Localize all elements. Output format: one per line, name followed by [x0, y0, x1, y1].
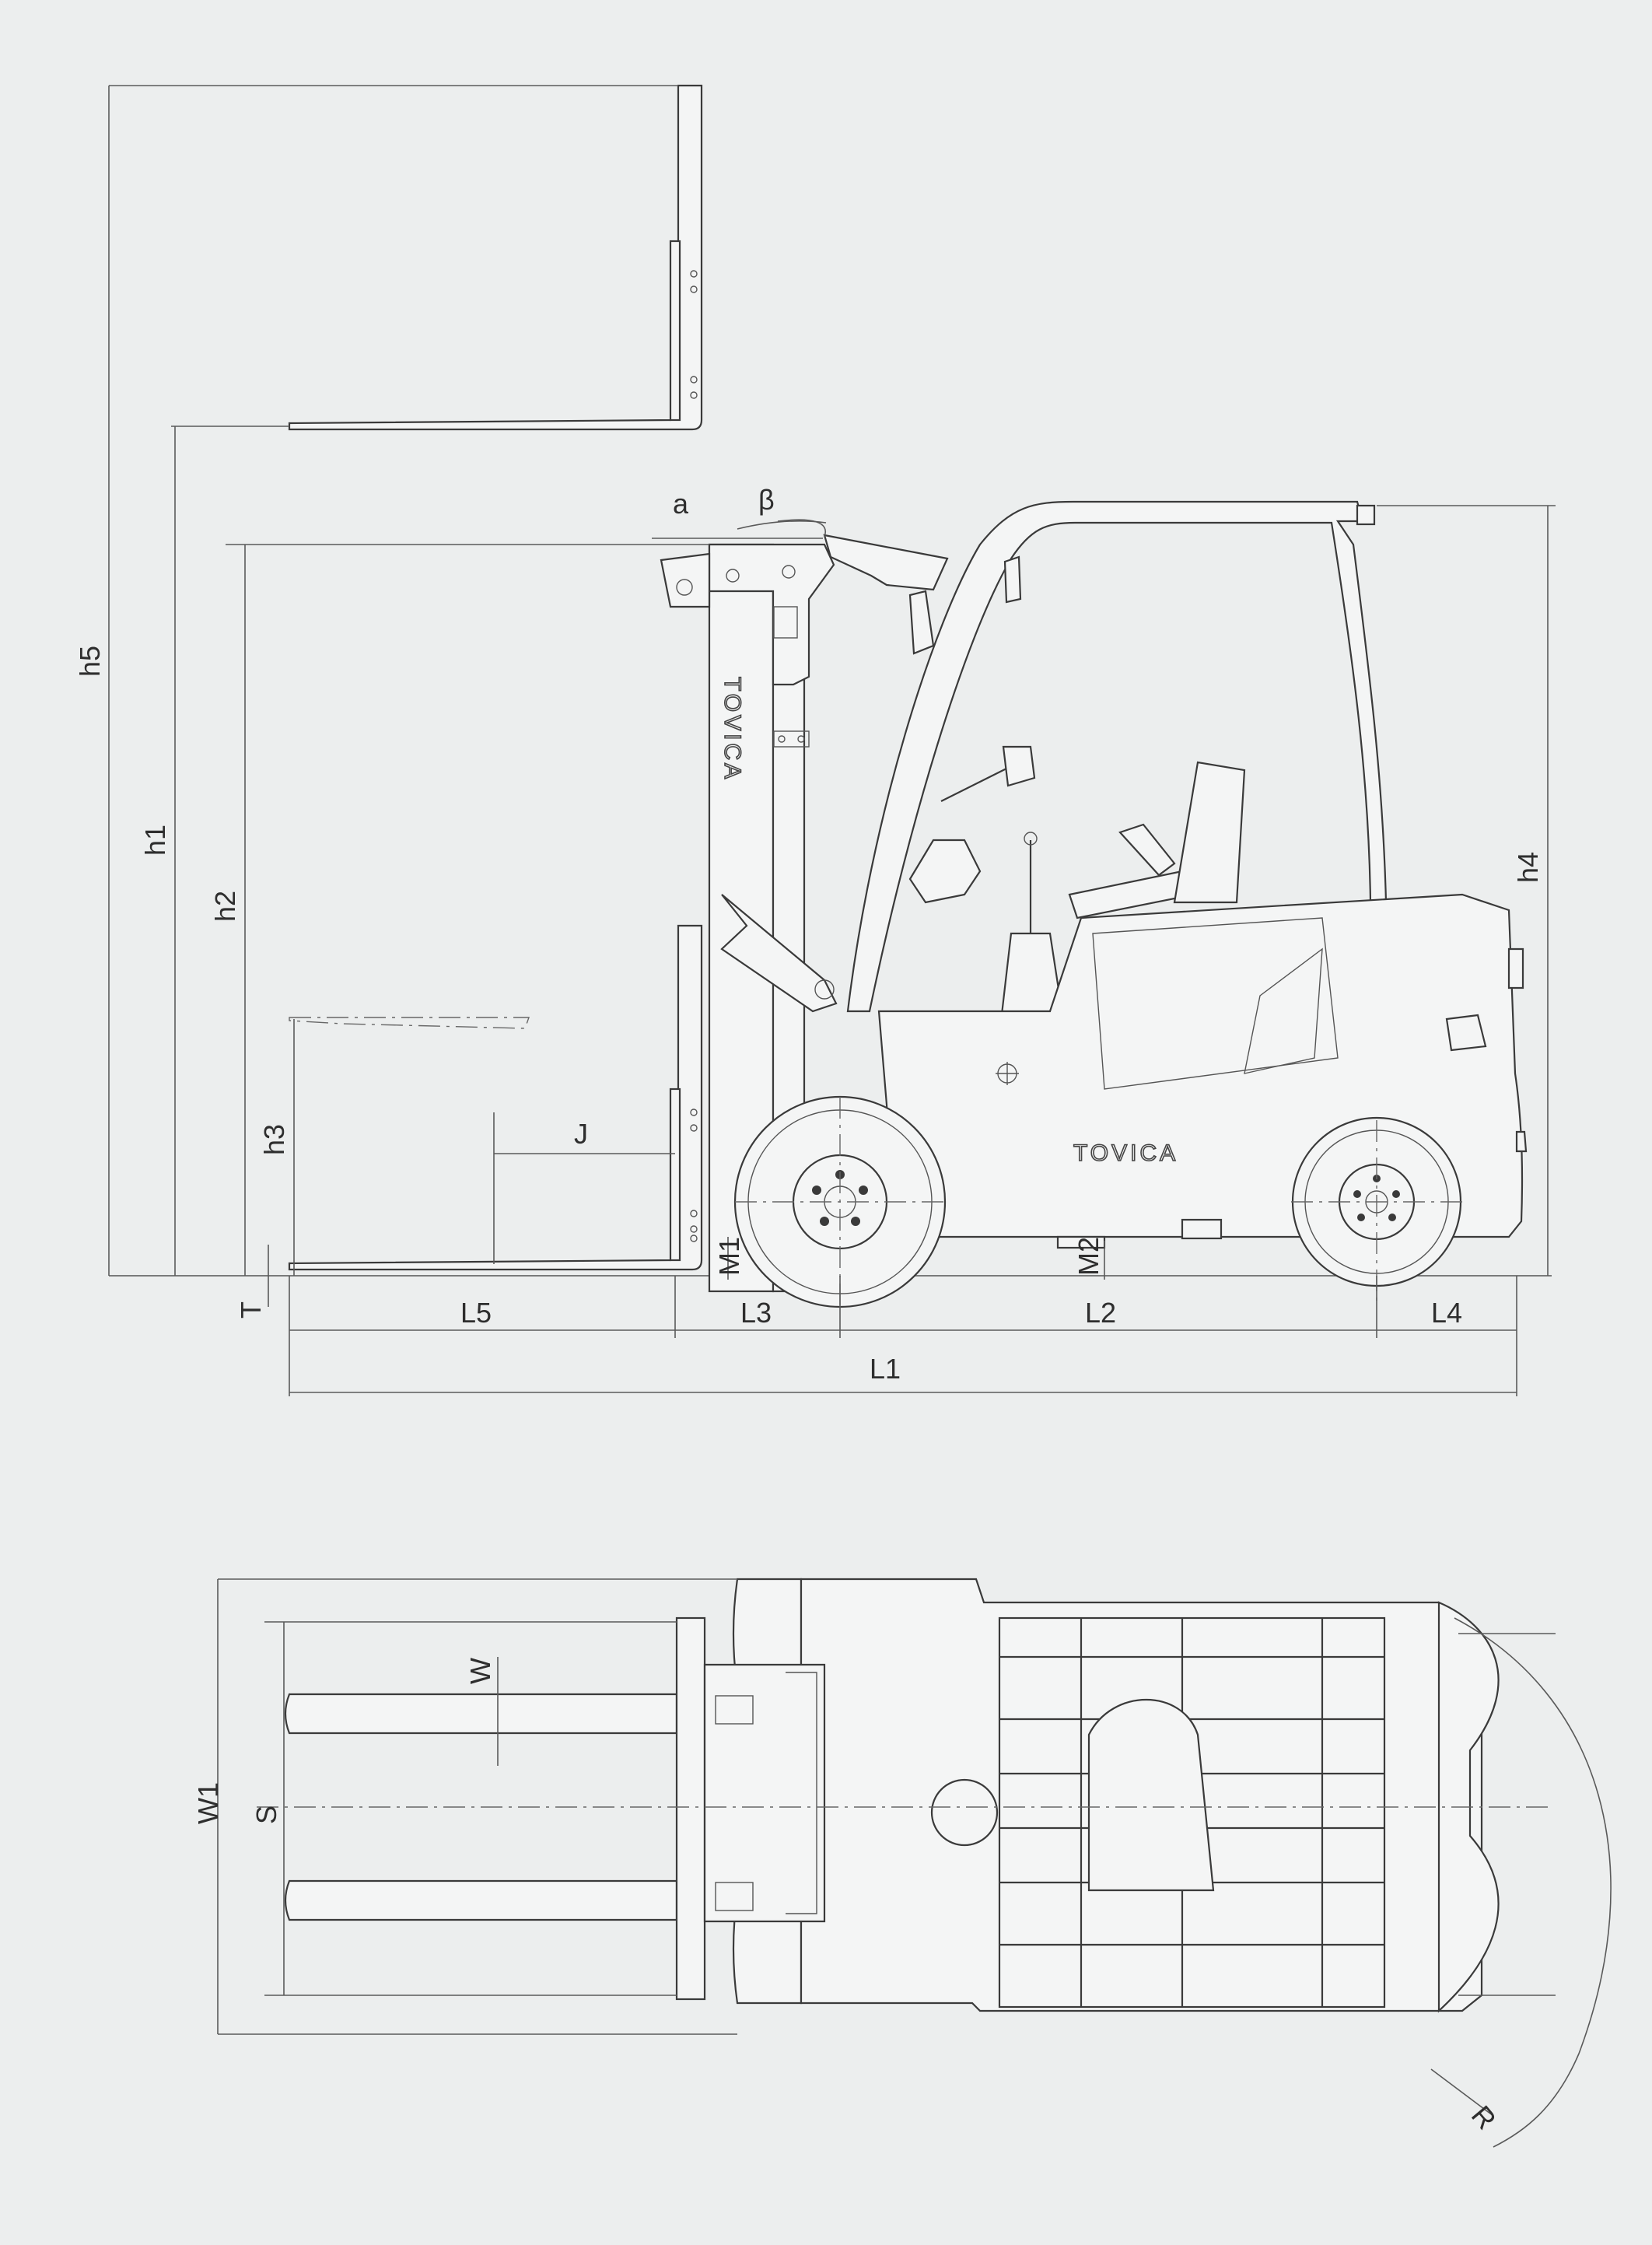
- label-W1: W1: [192, 1782, 224, 1824]
- mast-brand: TOVICA: [719, 677, 745, 782]
- fork-carriage: [675, 1616, 706, 2001]
- cab: [908, 745, 1246, 1036]
- label-M1: M1: [713, 1237, 745, 1276]
- mid-fork-phantom: [289, 1017, 530, 1029]
- front-wheel: [733, 1095, 947, 1308]
- overhead-guard: [846, 500, 1388, 1013]
- label-h4: h4: [1512, 852, 1544, 883]
- label-L1: L1: [870, 1353, 901, 1385]
- label-a: a: [673, 488, 689, 520]
- label-L4: L4: [1431, 1297, 1462, 1329]
- body-brand: TOVICA: [1073, 1140, 1178, 1166]
- label-L5: L5: [460, 1297, 492, 1329]
- label-h5: h5: [74, 646, 106, 677]
- label-T: T: [235, 1301, 267, 1319]
- side-view: TOVICA: [74, 84, 1556, 1396]
- label-R: R: [1465, 2100, 1503, 2135]
- mast-top: [703, 1663, 826, 1923]
- raised-fork: [288, 84, 703, 431]
- turning-radius-arc: [1454, 1617, 1612, 2148]
- horizontal-dimensions: [289, 519, 1517, 1396]
- label-h3: h3: [258, 1124, 290, 1155]
- top-fork-lower: [284, 1879, 678, 1921]
- seat-top: [1087, 1699, 1215, 1892]
- label-S: S: [250, 1805, 282, 1824]
- steering-wheel-top: [930, 1778, 999, 1847]
- lowered-fork: [288, 924, 703, 1271]
- vertical-dimensions: [108, 85, 1556, 1307]
- label-L2: L2: [1085, 1297, 1116, 1329]
- label-h2: h2: [209, 891, 241, 922]
- label-M2: M2: [1073, 1237, 1104, 1276]
- label-h1: h1: [139, 825, 171, 856]
- top-fork-upper: [284, 1693, 678, 1735]
- label-beta: β: [758, 484, 775, 516]
- label-L3: L3: [740, 1297, 772, 1329]
- rear-wheel: [1291, 1116, 1462, 1307]
- tilted-carriage: [823, 534, 949, 591]
- label-W: W: [464, 1658, 496, 1684]
- label-J: J: [574, 1118, 588, 1150]
- top-view: W1 S W R: [192, 1578, 1612, 2148]
